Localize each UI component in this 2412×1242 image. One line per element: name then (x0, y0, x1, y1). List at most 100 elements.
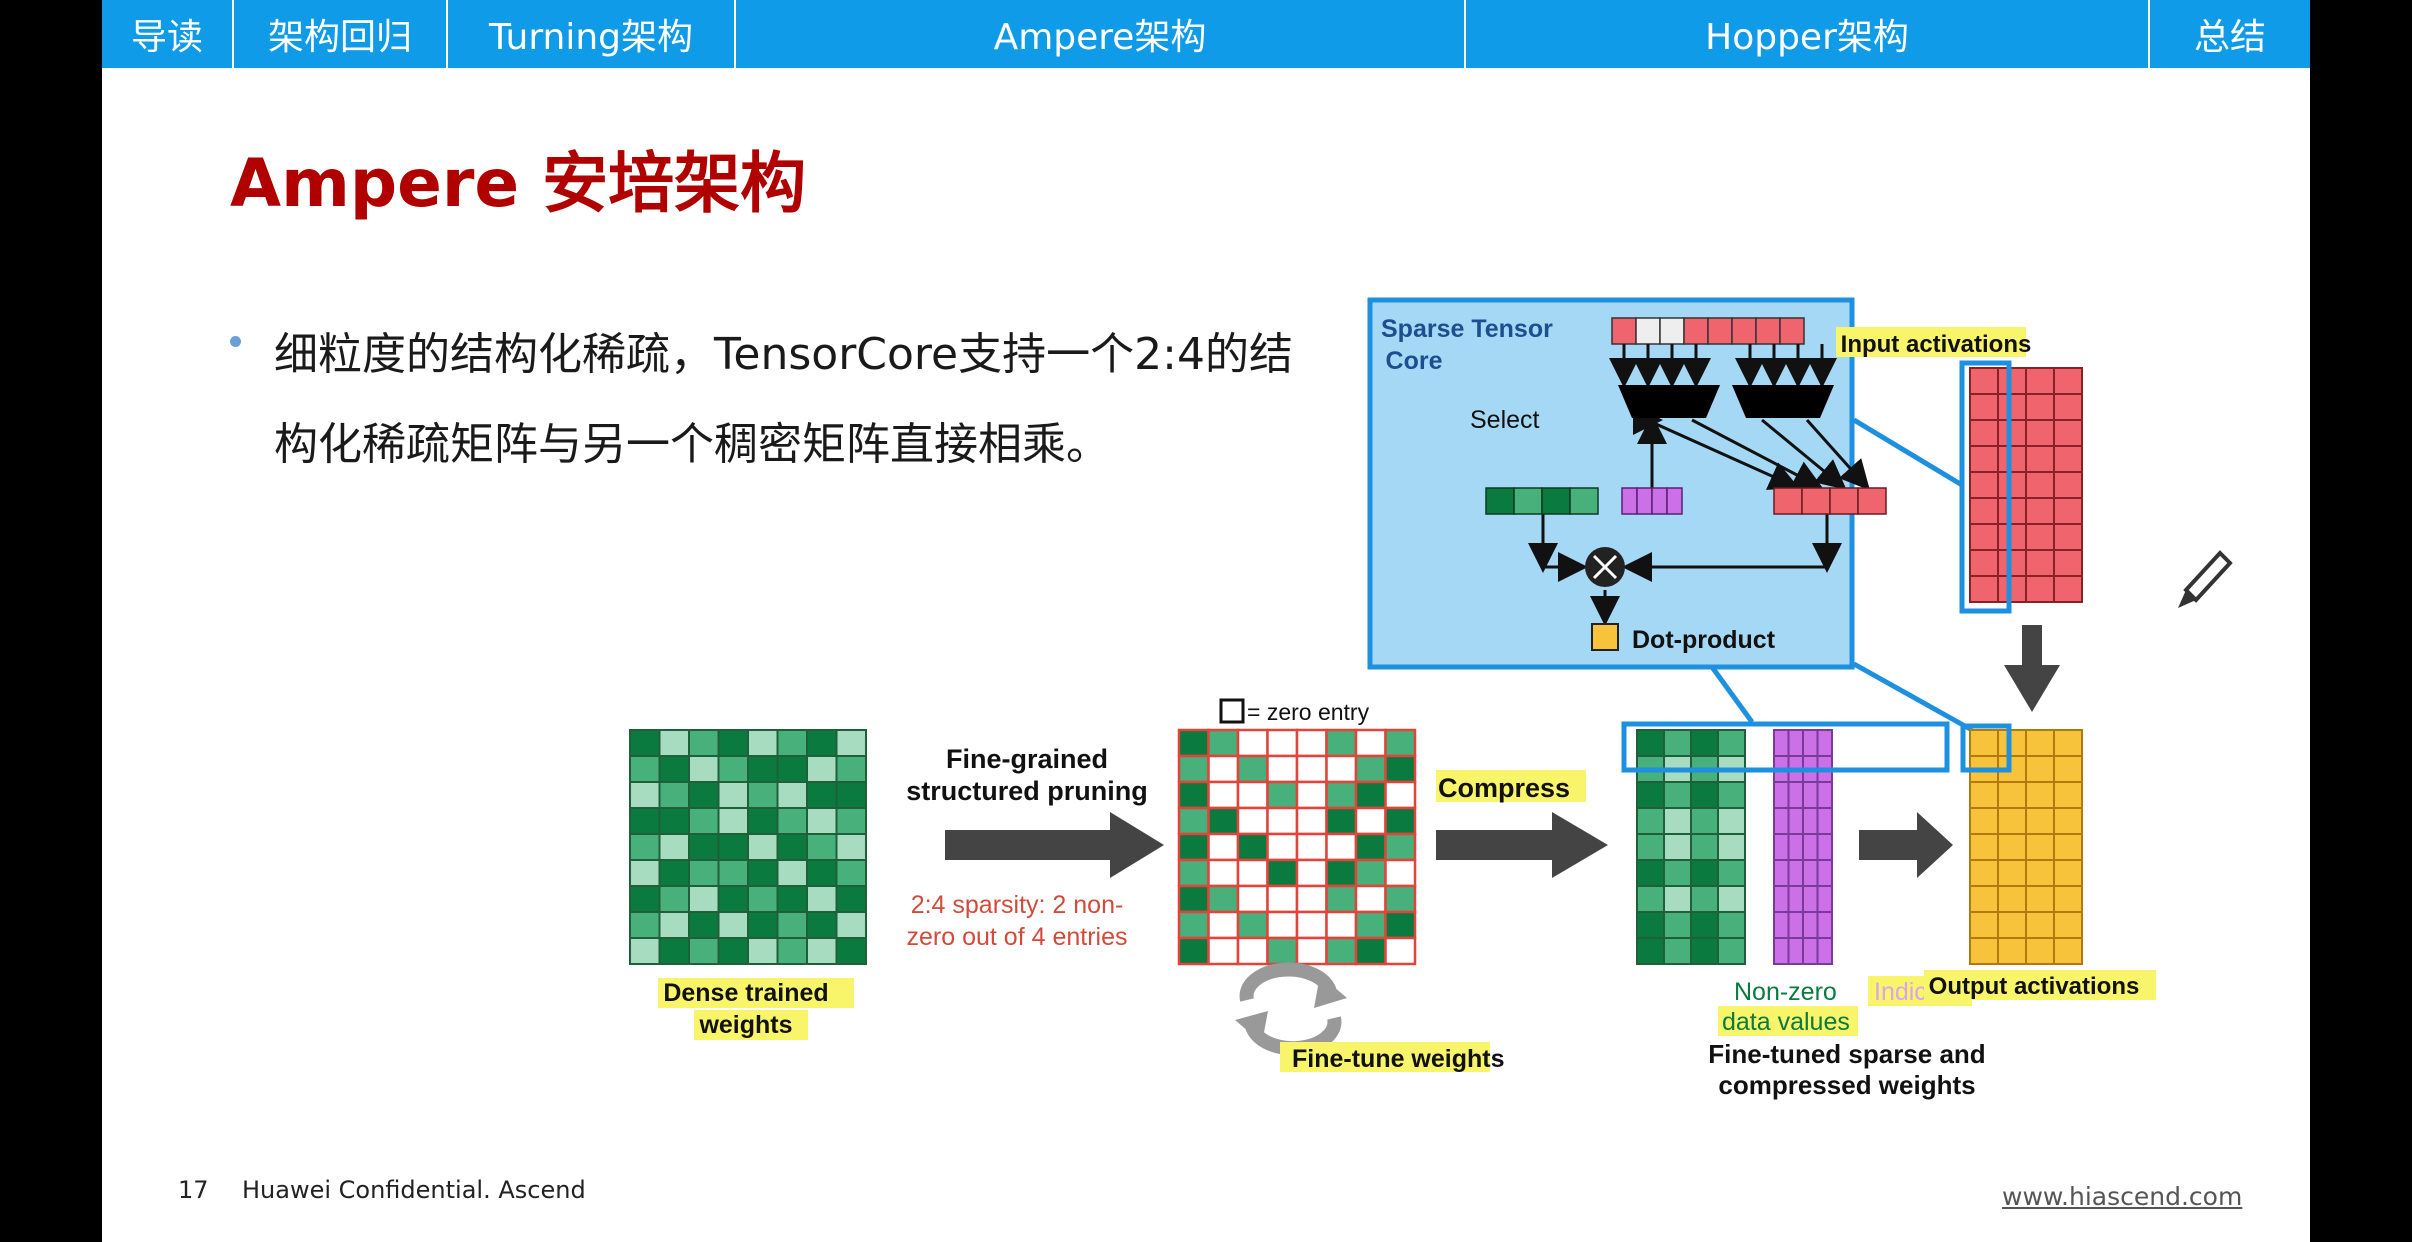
sparse-weight-cell (1295, 806, 1328, 836)
tensor-core-input-cell (1779, 317, 1805, 345)
indices-matrix (1773, 729, 1833, 965)
dense-weight-cell (658, 859, 690, 887)
sparse-weight-cell (1384, 858, 1417, 888)
tensor-core-title-line1: Sparse Tensor (1381, 315, 1553, 343)
dense-weight-cell (747, 859, 779, 887)
mux-output-arrow (1646, 418, 1800, 490)
sparse-weight-cell (1384, 910, 1417, 940)
sparsity-note-line1: 2:4 sparsity: 2 non- (911, 891, 1124, 919)
dense-weight-cell (658, 885, 690, 913)
dense-weight-cell (806, 937, 838, 965)
dense-weight-cell (835, 729, 867, 757)
multiply-glyph (1592, 554, 1618, 580)
tensor-core-weight-cell (1569, 487, 1599, 515)
sparse-weight-cell (1177, 858, 1210, 888)
sparse-weight-cell (1236, 780, 1269, 810)
dense-weight-cell (747, 833, 779, 861)
sparse-weight-cell (1236, 754, 1269, 784)
arrow-right-icon (945, 812, 1164, 878)
nav-tab-ampere[interactable]: Ampere架构 (736, 0, 1466, 68)
nav-tab-intro[interactable]: 导读 (102, 0, 234, 68)
input-activations-label: Input activations (1841, 331, 2032, 358)
sparse-weight-cell (1177, 884, 1210, 914)
dense-weight-cell (835, 755, 867, 783)
nav-tab-hopper[interactable]: Hopper架构 (1466, 0, 2150, 68)
sparse-weight-cell (1325, 806, 1358, 836)
dense-weight-cell (629, 859, 661, 887)
nav-tab-turing[interactable]: Turning架构 (448, 0, 736, 68)
dense-weight-cell (688, 859, 720, 887)
index-cell (1816, 885, 1833, 913)
pruning-label-line1: Fine-grained (946, 744, 1108, 774)
highlight (694, 1010, 808, 1040)
sparse-weight-cell (1354, 832, 1387, 862)
sparse-weight-cell (1295, 832, 1328, 862)
output-activation-cell (1969, 911, 1999, 939)
index-cell (1787, 937, 1804, 965)
sparse-weight-cell (1354, 936, 1387, 966)
dense-weight-cell (717, 859, 749, 887)
tensor-core-selected-cell (1773, 487, 1803, 515)
nav-tab-architecture-review[interactable]: 架构回归 (234, 0, 448, 68)
index-cell (1816, 859, 1833, 887)
output-activation-cell (1969, 937, 1999, 965)
input-activation-cell (1969, 393, 1999, 421)
sparse-weight-cell (1236, 858, 1269, 888)
slide: 导读 架构回归 Turning架构 Ampere架构 Hopper架构 总结 A… (102, 0, 2310, 1242)
output-activation-cell (2025, 859, 2055, 887)
tensor-core-index-cell (1651, 487, 1668, 515)
output-activation-cell (1969, 885, 1999, 913)
sparse-weight-cell (1207, 754, 1240, 784)
tensor-core-weight-cell (1541, 487, 1571, 515)
dense-weight-cell (806, 911, 838, 939)
tensor-core-input-cell (1707, 317, 1733, 345)
dense-weight-cell (717, 937, 749, 965)
tensor-core-selected-row (1773, 487, 1887, 515)
highlight (1280, 1042, 1490, 1072)
index-cell (1816, 911, 1833, 939)
tensor-core-weight-cell (1513, 487, 1543, 515)
output-activation-cell (1997, 937, 2027, 965)
nonzero-value-cell (1636, 729, 1665, 757)
output-activation-cell (1969, 729, 1999, 757)
nonzero-value-cell (1717, 859, 1746, 887)
sparse-weight-cell (1207, 884, 1240, 914)
nonzero-value-cell (1636, 937, 1665, 965)
nonzero-value-cell (1717, 885, 1746, 913)
tensor-core-input-cell (1683, 317, 1709, 345)
dense-weight-cell (747, 807, 779, 835)
nonzero-value-cell (1690, 937, 1719, 965)
dense-weight-cell (835, 859, 867, 887)
nav-tab-summary[interactable]: 总结 (2193, 17, 2266, 58)
arrow-right-icon (1436, 812, 1608, 878)
zero-entry-label: = zero entry (1247, 699, 1370, 725)
tensor-core-input-cell (1635, 317, 1661, 345)
sparse-weight-cell (1266, 806, 1299, 836)
sparse-weight-cell (1266, 910, 1299, 940)
sparse-weight-cell (1354, 754, 1387, 784)
index-cell (1816, 729, 1833, 757)
mux-output-arrow (1761, 418, 1847, 490)
dense-weight-cell (629, 729, 661, 757)
dense-weight-cell (688, 911, 720, 939)
nonzero-value-cell (1690, 911, 1719, 939)
output-cell-highlight (1960, 723, 2012, 773)
index-cell (1816, 807, 1833, 835)
website-link[interactable]: www.hiascend.com (2002, 1182, 2243, 1211)
dense-weight-cell (688, 937, 720, 965)
compress-label: Compress (1438, 773, 1570, 803)
sparse-weight-cell (1207, 936, 1240, 966)
dense-weight-cell (717, 781, 749, 809)
nonzero-value-cell (1663, 885, 1692, 913)
dense-weight-cell (776, 755, 808, 783)
dense-weight-cell (629, 807, 661, 835)
dense-weight-cell (747, 885, 779, 913)
index-cell (1773, 807, 1790, 835)
sparse-weight-cell (1325, 754, 1358, 784)
sparse-pruned-weights-matrix (1177, 728, 1417, 966)
dense-weight-cell (806, 807, 838, 835)
dense-weight-cell (629, 911, 661, 939)
nonzero-value-cell (1636, 911, 1665, 939)
output-activation-cell (2053, 911, 2083, 939)
tensor-core-weight-cell (1485, 487, 1515, 515)
